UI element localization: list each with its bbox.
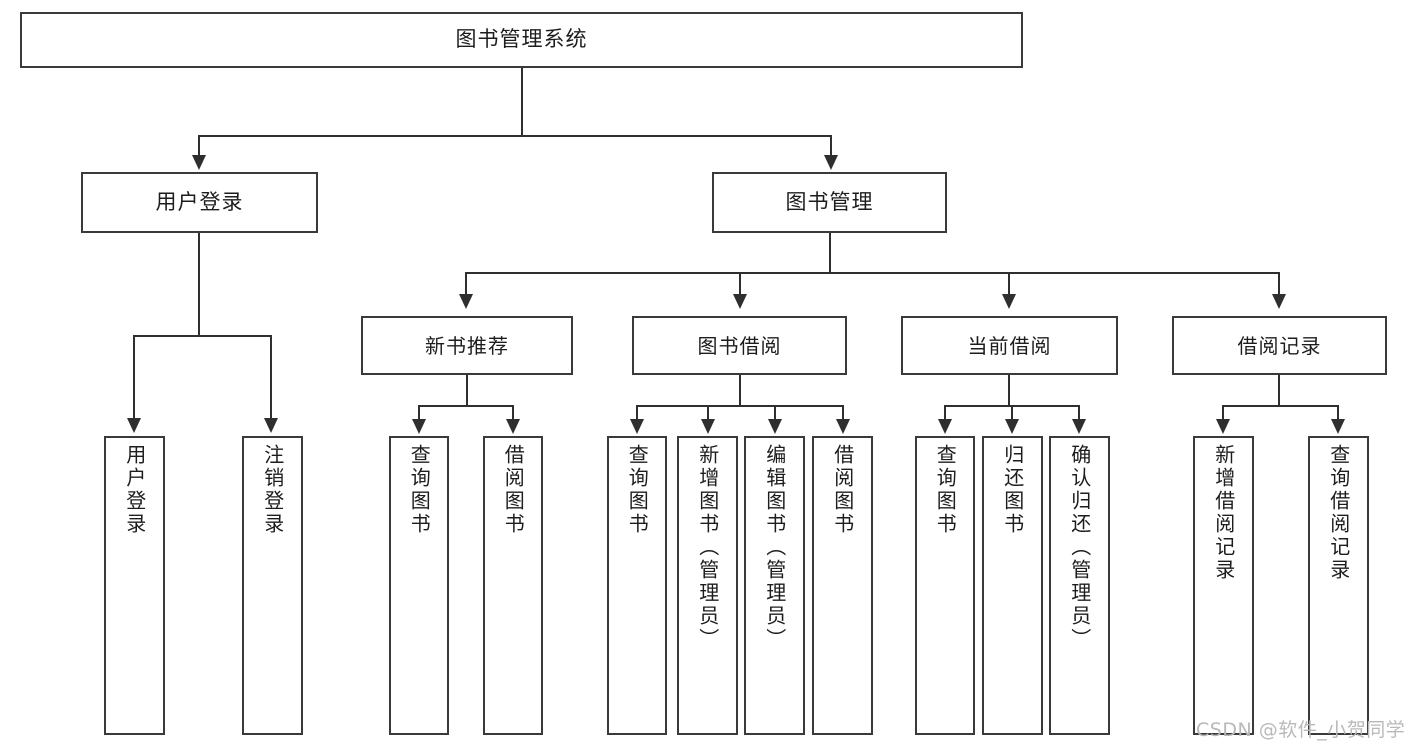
node-label: 图书借阅 — [697, 333, 782, 358]
connector-bm-to-borrow — [739, 272, 741, 296]
node-label: 借阅图书 — [830, 444, 855, 536]
node-label: 新增借阅记录 — [1211, 444, 1236, 582]
arrow-to-leaf-user-login — [127, 418, 141, 433]
arrow-to-new-book-recommend — [459, 294, 473, 309]
connector-bookborrow-stem — [739, 375, 741, 406]
node-label: 用户登录 — [122, 444, 147, 536]
node-label: 新书推荐 — [425, 333, 509, 358]
leaf-bb-query-book[interactable]: 查询图书 — [607, 436, 667, 735]
node-label: 查询图书 — [933, 444, 958, 536]
leaf-user-login[interactable]: 用户登录 — [104, 436, 165, 735]
arrow-to-leaf-bb-borrow — [836, 419, 850, 434]
connector-bm-to-current — [1008, 272, 1010, 296]
connector-bb-b3 — [774, 405, 776, 421]
connector-root-to-book-mgmt — [830, 135, 832, 157]
arrow-to-book-borrow — [733, 294, 747, 309]
connector-user-login-bus — [133, 335, 272, 337]
arrow-to-leaf-logout — [264, 418, 278, 433]
leaf-cb-return-book[interactable]: 归还图书 — [982, 436, 1043, 735]
leaf-logout[interactable]: 注销登录 — [242, 436, 303, 735]
node-label: 注销登录 — [260, 444, 285, 536]
connector-newbook-b1 — [418, 405, 420, 421]
arrow-to-leaf-br-add — [1216, 419, 1230, 434]
node-label: 查询图书 — [625, 444, 650, 536]
leaf-nb-query-book[interactable]: 查询图书 — [389, 436, 449, 735]
arrow-to-leaf-nb-borrow — [506, 419, 520, 434]
node-label: 编辑图书（管理员） — [762, 444, 787, 651]
node-user-login[interactable]: 用户登录 — [81, 172, 318, 233]
leaf-nb-borrow-book[interactable]: 借阅图书 — [483, 436, 543, 735]
node-book-borrow[interactable]: 图书借阅 — [632, 316, 847, 375]
connector-bm-to-new-book — [465, 272, 467, 296]
connector-br-b2 — [1337, 405, 1339, 421]
node-label: 图书管理 — [785, 189, 874, 214]
connector-cb-b1 — [944, 405, 946, 421]
leaf-cb-query-book[interactable]: 查询图书 — [915, 436, 975, 735]
leaf-br-add-record[interactable]: 新增借阅记录 — [1193, 436, 1254, 735]
node-label: 归还图书 — [1000, 444, 1025, 536]
arrow-root-to-user-login — [192, 155, 206, 170]
arrow-to-leaf-cb-query — [938, 419, 952, 434]
connector-user-login-b2 — [270, 335, 272, 420]
node-label: 借阅记录 — [1237, 333, 1322, 358]
node-new-book-recommend[interactable]: 新书推荐 — [361, 316, 573, 375]
connector-bb-b2 — [707, 405, 709, 421]
arrow-to-leaf-nb-query — [412, 419, 426, 434]
node-label: 图书管理系统 — [455, 27, 588, 52]
watermark: CSDN @软件_小贺同学 — [1196, 719, 1405, 741]
connector-user-login-b1 — [133, 335, 135, 420]
connector-bb-b1 — [636, 405, 638, 421]
connector-book-mgmt-bus — [465, 272, 1280, 274]
node-label: 确认归还（管理员） — [1067, 444, 1092, 651]
connector-cb-b3 — [1078, 405, 1080, 421]
connector-current-stem — [1008, 375, 1010, 406]
node-book-management[interactable]: 图书管理 — [712, 172, 947, 233]
connector-root-stem — [521, 68, 523, 136]
connector-bm-to-record — [1278, 272, 1280, 296]
leaf-cb-confirm-return[interactable]: 确认归还（管理员） — [1049, 436, 1110, 735]
arrow-to-borrow-record — [1272, 294, 1286, 309]
connector-root-bus — [198, 135, 832, 137]
node-label: 查询图书 — [407, 444, 432, 536]
node-label: 当前借阅 — [967, 333, 1052, 358]
leaf-bb-edit-book[interactable]: 编辑图书（管理员） — [744, 436, 805, 735]
node-label: 新增图书（管理员） — [695, 444, 720, 651]
connector-bookborrow-bus — [636, 405, 844, 407]
arrow-to-current-borrow — [1002, 294, 1016, 309]
connector-record-stem — [1278, 375, 1280, 406]
arrow-to-leaf-bb-query — [630, 419, 644, 434]
connector-cb-b2 — [1011, 405, 1013, 421]
connector-root-to-user-login — [198, 135, 200, 157]
arrow-to-leaf-cb-confirm — [1072, 419, 1086, 434]
node-root-system[interactable]: 图书管理系统 — [20, 12, 1023, 68]
connector-br-b1 — [1222, 405, 1224, 421]
leaf-bb-add-book[interactable]: 新增图书（管理员） — [677, 436, 738, 735]
node-label: 查询借阅记录 — [1326, 444, 1351, 582]
arrow-to-leaf-bb-add — [701, 419, 715, 434]
connector-newbook-b2 — [512, 405, 514, 421]
connector-book-mgmt-stem — [829, 233, 831, 273]
arrow-to-leaf-bb-edit — [768, 419, 782, 434]
arrow-to-leaf-br-query — [1331, 419, 1345, 434]
node-borrow-record[interactable]: 借阅记录 — [1172, 316, 1387, 375]
connector-newbook-bus — [418, 405, 514, 407]
connector-newbook-stem — [466, 375, 468, 406]
node-label: 借阅图书 — [501, 444, 526, 536]
leaf-bb-borrow-book[interactable]: 借阅图书 — [812, 436, 873, 735]
arrow-to-leaf-cb-return — [1005, 419, 1019, 434]
arrow-root-to-book-mgmt — [824, 155, 838, 170]
leaf-br-query-record[interactable]: 查询借阅记录 — [1308, 436, 1369, 735]
connector-bb-b4 — [842, 405, 844, 421]
connector-user-login-stem — [198, 233, 200, 336]
node-current-borrow[interactable]: 当前借阅 — [901, 316, 1118, 375]
connector-record-bus — [1222, 405, 1339, 407]
node-label: 用户登录 — [155, 189, 244, 214]
